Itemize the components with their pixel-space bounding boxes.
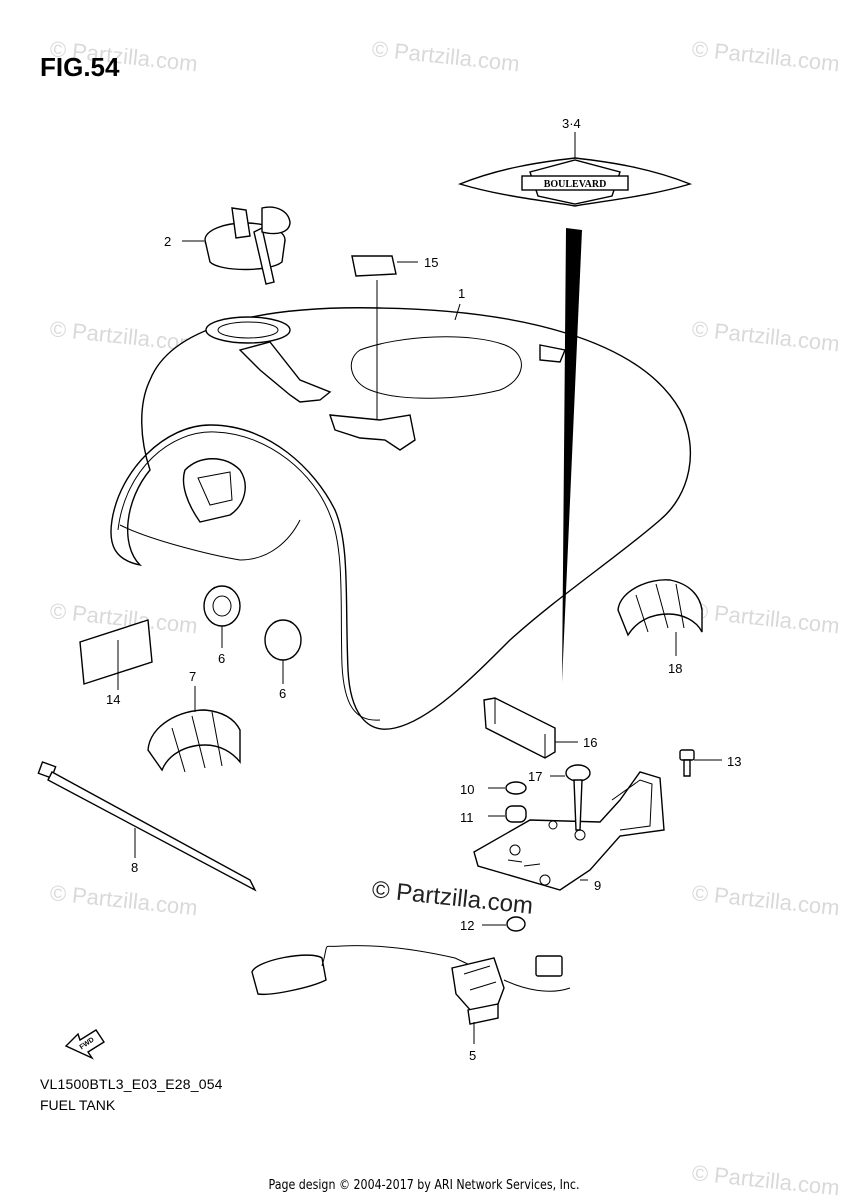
pointer-line: [562, 228, 582, 682]
callout-6: 6: [218, 651, 225, 666]
callout-18: 18: [668, 661, 682, 676]
callout-3-4: 3·4: [562, 116, 581, 131]
warning-label: [79, 619, 153, 690]
callout-14: 14: [106, 692, 120, 707]
callout-7: 7: [189, 669, 196, 684]
forward-arrow-icon: FWD: [64, 1029, 105, 1060]
model-code: VL1500BTL3_E03_E28_054: [40, 1076, 223, 1092]
callout-17: 17: [528, 769, 542, 784]
callout-2: 2: [164, 234, 171, 249]
cable-tie: [37, 761, 257, 892]
page-credit: Page design © 2004-2017 by ARI Network S…: [268, 1178, 580, 1193]
callout-12: 12: [460, 918, 474, 933]
cushion-pad: [147, 686, 241, 773]
fuel-cap: [182, 206, 291, 285]
callout-5: 5: [469, 1048, 476, 1063]
callout-6: 6: [279, 686, 286, 701]
callout-8: 8: [131, 860, 138, 875]
emblem-text: BOULEVARD: [544, 179, 607, 190]
emblem: BOULEVARD: [457, 132, 693, 207]
cushion-pad-right: [617, 579, 703, 656]
grommet: [488, 805, 527, 823]
fuel-tank: [110, 280, 692, 730]
fuel-level-sensor: [251, 945, 571, 1044]
cushion: [203, 585, 241, 648]
stopper: [550, 764, 591, 831]
bolt: [679, 749, 722, 777]
callout-16: 16: [583, 735, 597, 750]
section-name: FUEL TANK: [40, 1097, 116, 1113]
figure-title: FIG.54: [40, 52, 120, 82]
damper-block: [483, 697, 578, 759]
mounting-bracket: [473, 771, 665, 891]
callout-1: 1: [458, 286, 465, 301]
callout-15: 15: [424, 255, 438, 270]
callout-11: 11: [460, 810, 474, 825]
washer: [488, 781, 527, 795]
callout-9: 9: [594, 878, 601, 893]
callout-13: 13: [727, 754, 741, 769]
callout-10: 10: [460, 782, 474, 797]
label-sticker: [351, 255, 418, 277]
cushion: [264, 619, 302, 684]
nut: [482, 916, 526, 932]
